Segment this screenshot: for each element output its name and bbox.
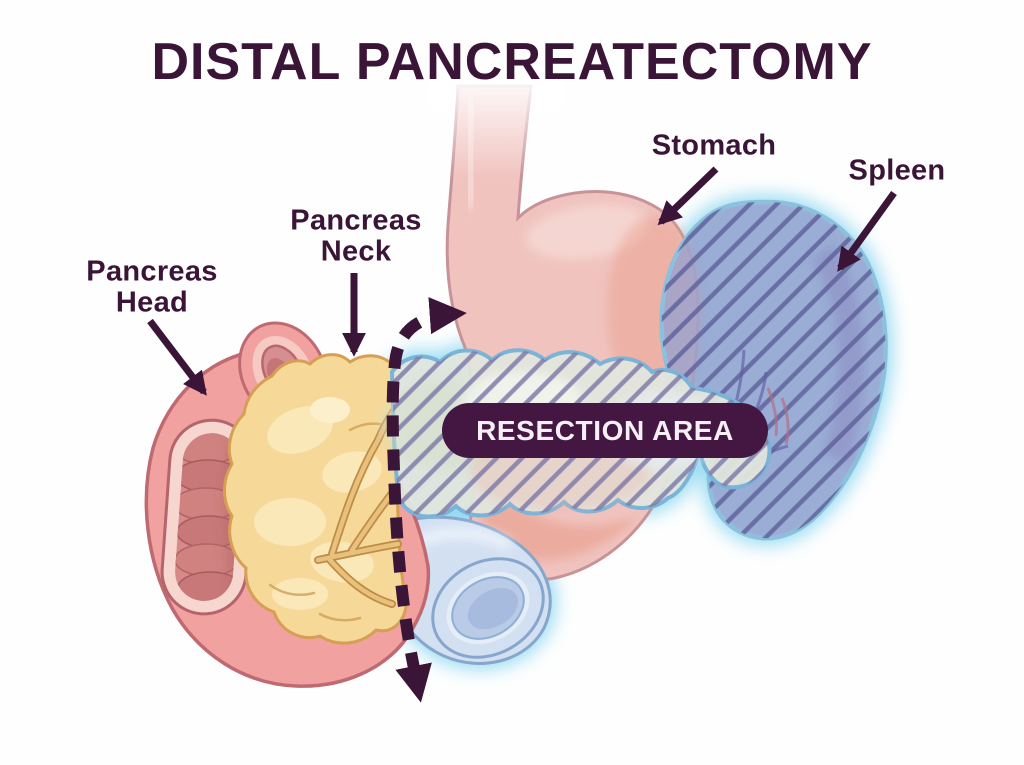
tube-cut-ring-depth (467, 587, 519, 630)
stomach-label: Stomach (651, 129, 777, 162)
pancreas-head-arrow (147, 318, 207, 396)
spleen-label: Spleen (848, 154, 946, 187)
page-title: DISTAL PANCREATECTOMY (151, 33, 873, 91)
pancreas-neck-label: Pancreas Neck (290, 204, 422, 268)
stomach-arrow (657, 166, 719, 226)
spleen-arrow (837, 190, 897, 272)
resection-dashed-line (386, 297, 467, 703)
resection-area-badge: RESECTION AREA (442, 403, 768, 458)
pancreas-head-label: Pancreas Head (86, 255, 218, 319)
stomach-bottom-shade (478, 470, 640, 561)
esophagus-fade (428, 70, 564, 182)
splenic-vessel-stubs (766, 387, 790, 445)
stomach-dome-highlight (526, 204, 650, 260)
pancreas-head-shape (223, 353, 408, 645)
pancreas-head-lobules (254, 397, 382, 610)
